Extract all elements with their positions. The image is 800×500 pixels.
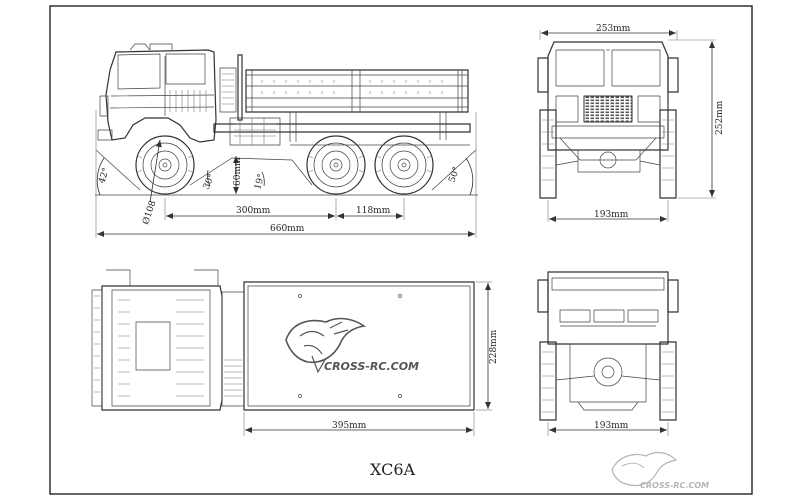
approach-angle-label: 42° [97,167,111,185]
bed-length-label: 395mm [332,421,367,431]
front-height-label: 252mm [715,100,725,135]
brand-logo: CROSS-RC.COM [285,317,419,374]
front-to-mid-axle-label: 300mm [236,206,271,216]
overall-length-label: 660mm [270,224,305,234]
wheel-diameter-label: Ø108 [140,199,158,226]
departure-angle-label: 50° [447,166,462,184]
front-breakover-angle-label: 30° [202,173,218,192]
middle-wheel [306,135,366,195]
top-view: CROSS-RC.COM 228mm 395mm [91,269,499,436]
brand-logo-text: CROSS-RC.COM [324,360,419,373]
watermark-text: CROSS-RC.COM [640,481,709,490]
rear-track-label: 193mm [594,421,629,431]
front-view: 253mm 252mm 193mm [537,24,725,222]
front-wheel [135,135,195,195]
watermark: CROSS-RC.COM [611,451,709,490]
front-width-label: 253mm [596,24,631,34]
front-track-label: 193mm [594,210,629,220]
side-view: 42° 30° 19° 50° 60mm Ø108 300mm 118mm 66… [95,43,478,238]
sheet-border [49,5,753,495]
bed-width-label: 228mm [489,329,499,364]
rear-breakover-angle-label: 19° [253,173,267,191]
clearance-label: 60mm [233,157,243,186]
model-title: XC6A [370,460,416,479]
rear-view: 193mm [537,271,679,436]
rear-wheel [374,135,434,195]
axle-spacing-label: 118mm [356,206,391,216]
